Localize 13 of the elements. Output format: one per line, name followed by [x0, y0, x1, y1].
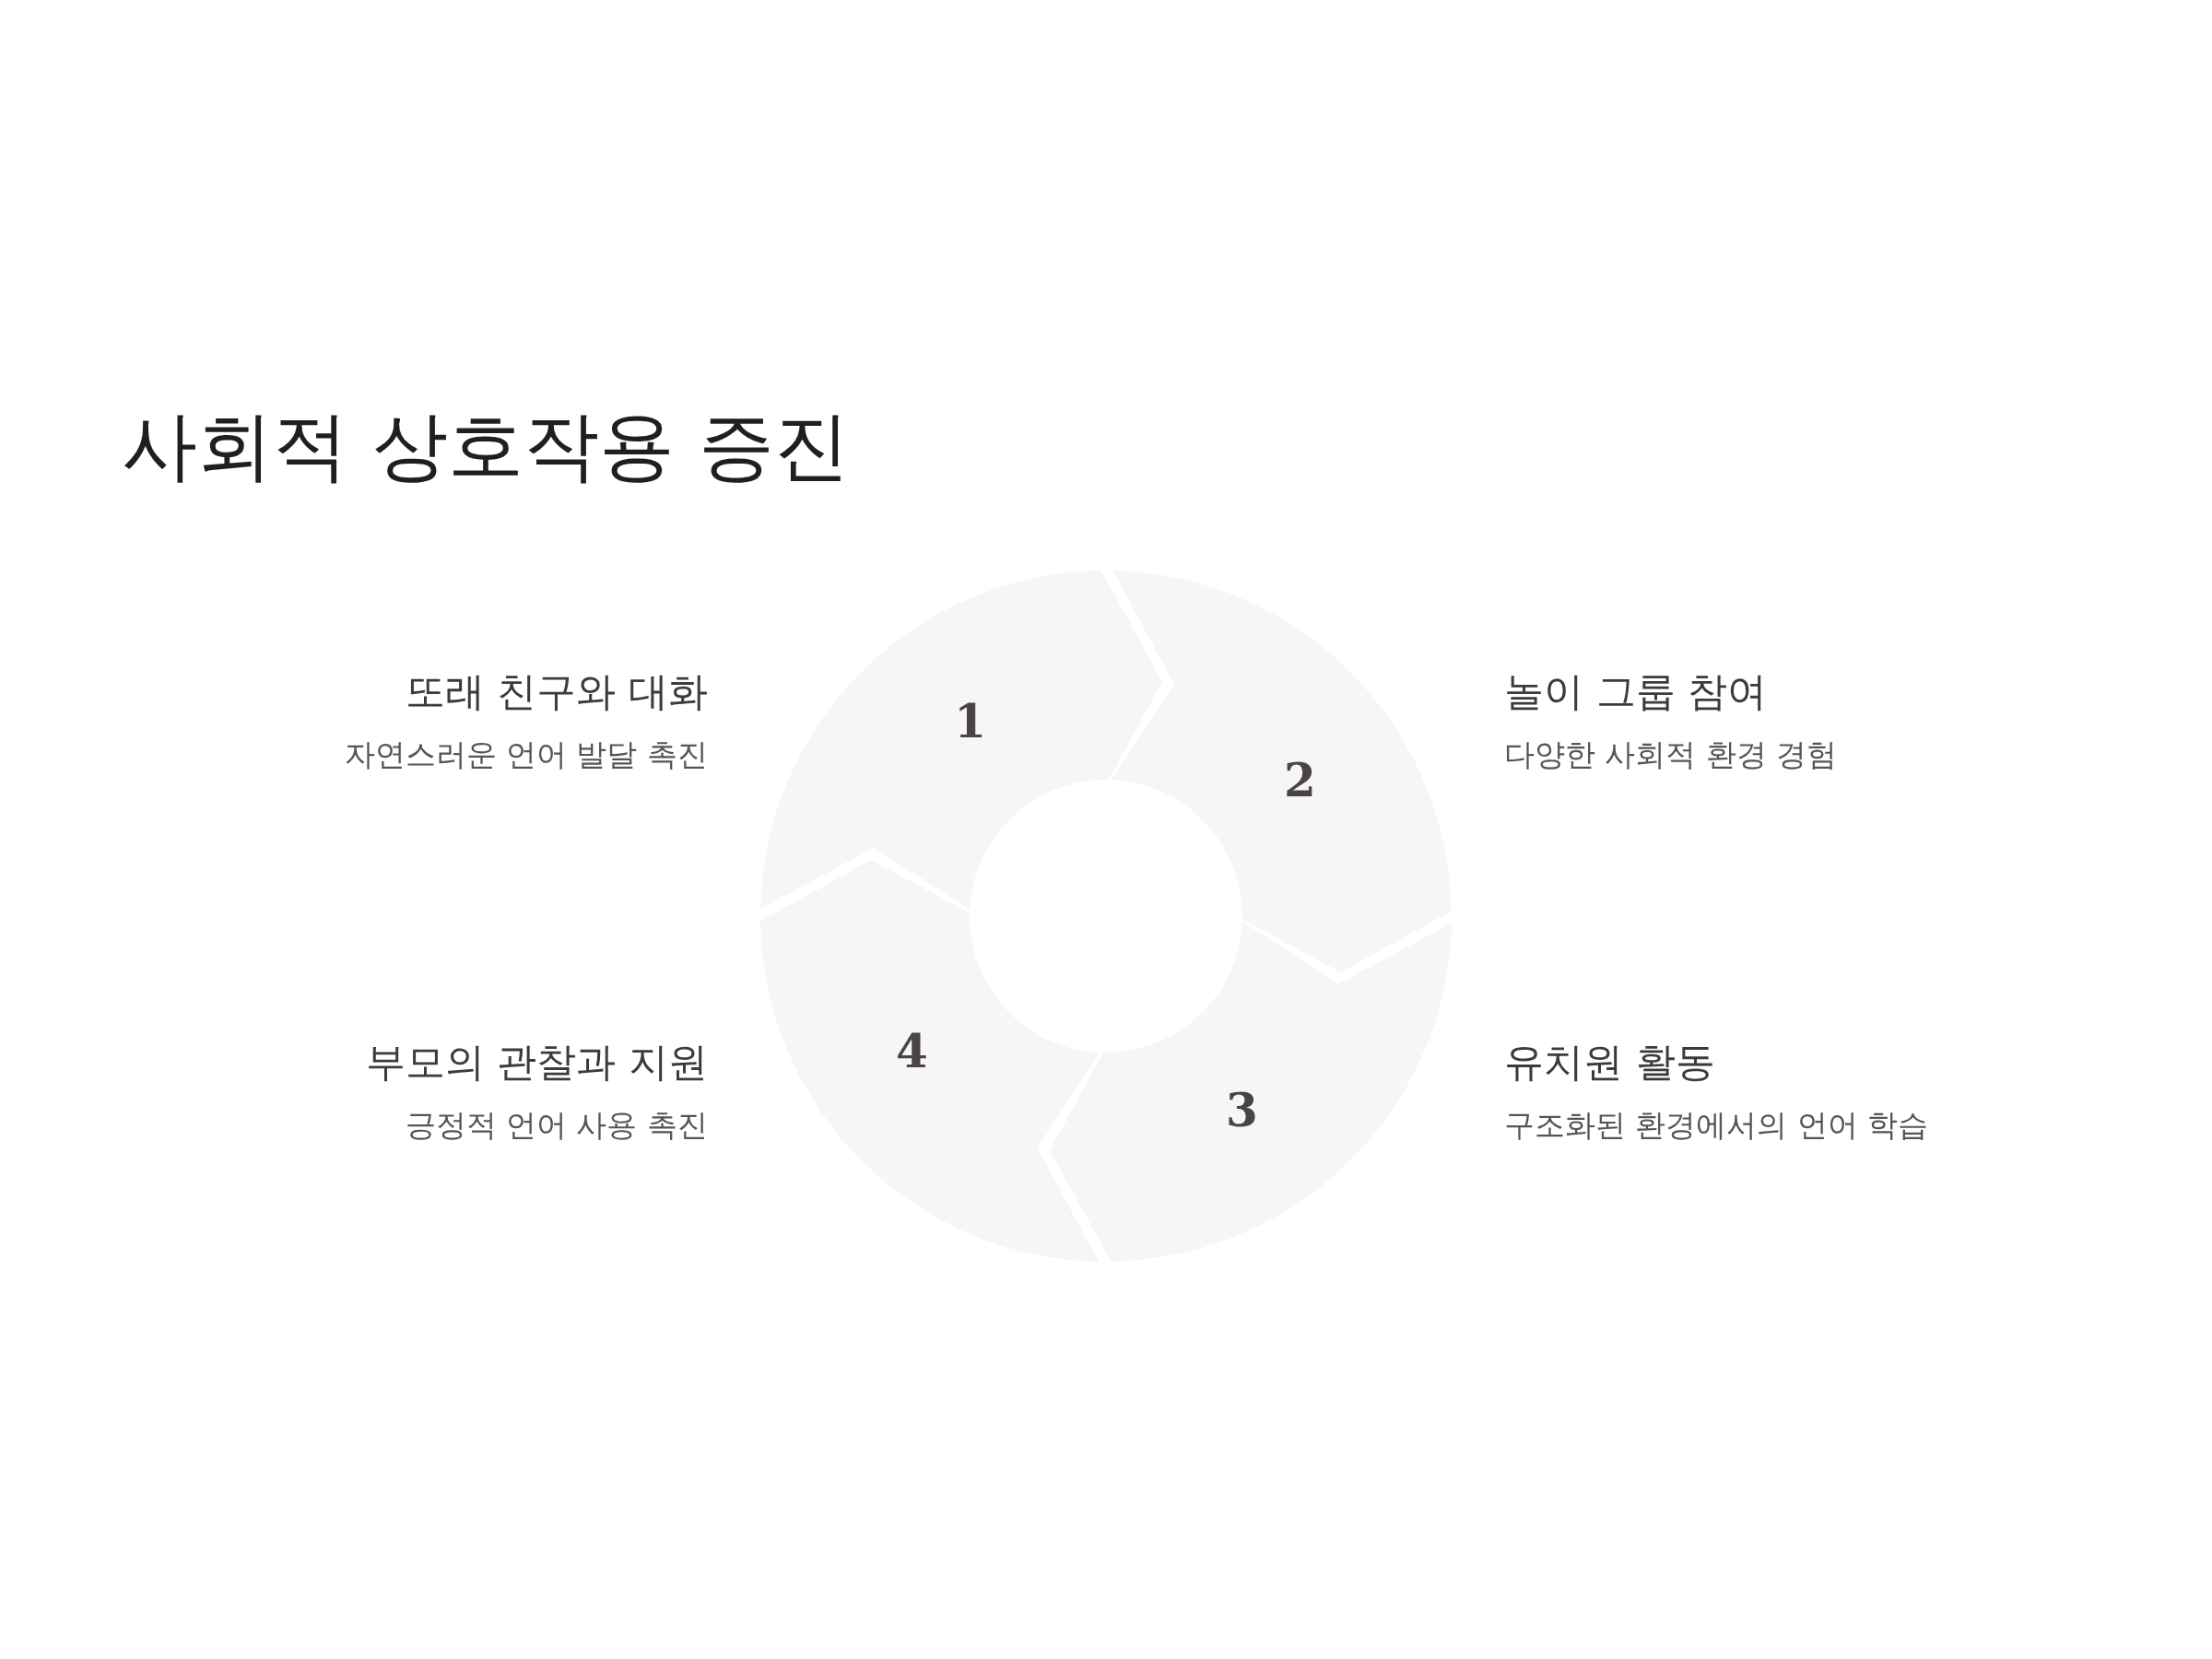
- step-heading: 놀이 그룹 참여: [1504, 668, 1768, 716]
- step-description: 다양한 사회적 환경 경험: [1504, 735, 1838, 773]
- step-description: 긍정적 언어 사용 촉진: [405, 1106, 708, 1144]
- step-description: 자연스러운 언어 발달 촉진: [344, 735, 708, 773]
- title: 사회적 상호작용 증진: [122, 401, 851, 491]
- step-number: 4: [896, 1029, 928, 1076]
- step-description: 구조화된 환경에서의 언어 학습: [1504, 1106, 1929, 1144]
- step-heading: 유치원 활동: [1504, 1039, 1715, 1087]
- step-heading: 부모의 관찰과 지원: [365, 1039, 708, 1087]
- step-number: 3: [1226, 1087, 1258, 1134]
- step-number: 2: [1284, 757, 1316, 804]
- step-number: 1: [954, 699, 986, 746]
- step-heading: 또래 친구와 대화: [405, 668, 708, 716]
